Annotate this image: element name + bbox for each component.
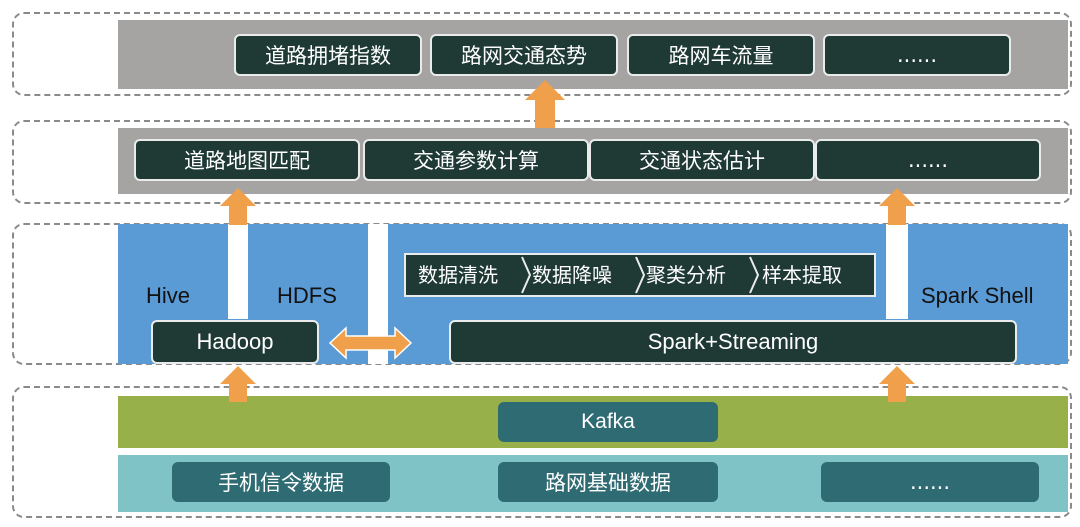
platform-layer-side-mark: ▪▪▪▪: [50, 272, 76, 315]
app-item-congestion-index[interactable]: 道路拥堵指数: [234, 34, 422, 76]
hdfs-label: HDFS: [277, 283, 337, 308]
process-step-denoising[interactable]: 数据降噪: [532, 263, 612, 287]
algo-item-map-matching[interactable]: 道路地图匹配: [134, 139, 360, 181]
process-step-clustering[interactable]: 聚类分析: [646, 263, 726, 287]
algo-item-more[interactable]: ......: [815, 139, 1041, 181]
algorithm-layer-side-mark: ▪▪▪▪: [50, 140, 76, 183]
process-step-sampling[interactable]: 样本提取: [762, 263, 842, 287]
up-arrow-kafka-to-hadoop: [220, 366, 256, 402]
hadoop-spark-divider: [368, 224, 388, 364]
kafka-box[interactable]: Kafka: [498, 402, 718, 442]
application-layer-side-mark: ▪▪▪▪: [50, 30, 76, 73]
up-arrow-algo-to-app: [525, 80, 565, 128]
up-arrow-hadoop-to-algo: [220, 188, 256, 225]
data-layer-side-mark: ▪▪▪▪: [50, 430, 76, 473]
source-item-road-network[interactable]: 路网基础数据: [498, 462, 718, 502]
algo-item-state-estimate[interactable]: 交通状态估计: [589, 139, 815, 181]
bidirectional-arrow-hadoop-spark: [328, 326, 413, 360]
algo-item-parameter-calc[interactable]: 交通参数计算: [363, 139, 589, 181]
up-arrow-kafka-to-spark: [879, 366, 915, 402]
data-layer-frame: [12, 386, 1072, 518]
process-chevrons: [521, 256, 760, 294]
app-item-traffic-flow[interactable]: 路网车流量: [627, 34, 815, 76]
processing-pipeline: 数据清洗 数据降噪 聚类分析 样本提取: [404, 253, 876, 297]
app-item-more[interactable]: ......: [823, 34, 1011, 76]
process-step-cleaning[interactable]: 数据清洗: [418, 263, 498, 287]
app-item-network-status[interactable]: 路网交通态势: [430, 34, 618, 76]
hive-label: Hive: [146, 283, 191, 308]
source-item-mobile-signaling[interactable]: 手机信令数据: [172, 462, 390, 502]
hive-hdfs-divider: [228, 224, 248, 319]
source-item-more[interactable]: ......: [821, 462, 1039, 502]
up-arrow-spark-to-algo: [879, 188, 915, 225]
spark-shell-label: Spark Shell: [921, 283, 1034, 308]
spark-streaming-box[interactable]: Spark+Streaming: [449, 320, 1017, 364]
spark-shell-divider: [886, 224, 908, 319]
hadoop-box[interactable]: Hadoop: [151, 320, 319, 364]
